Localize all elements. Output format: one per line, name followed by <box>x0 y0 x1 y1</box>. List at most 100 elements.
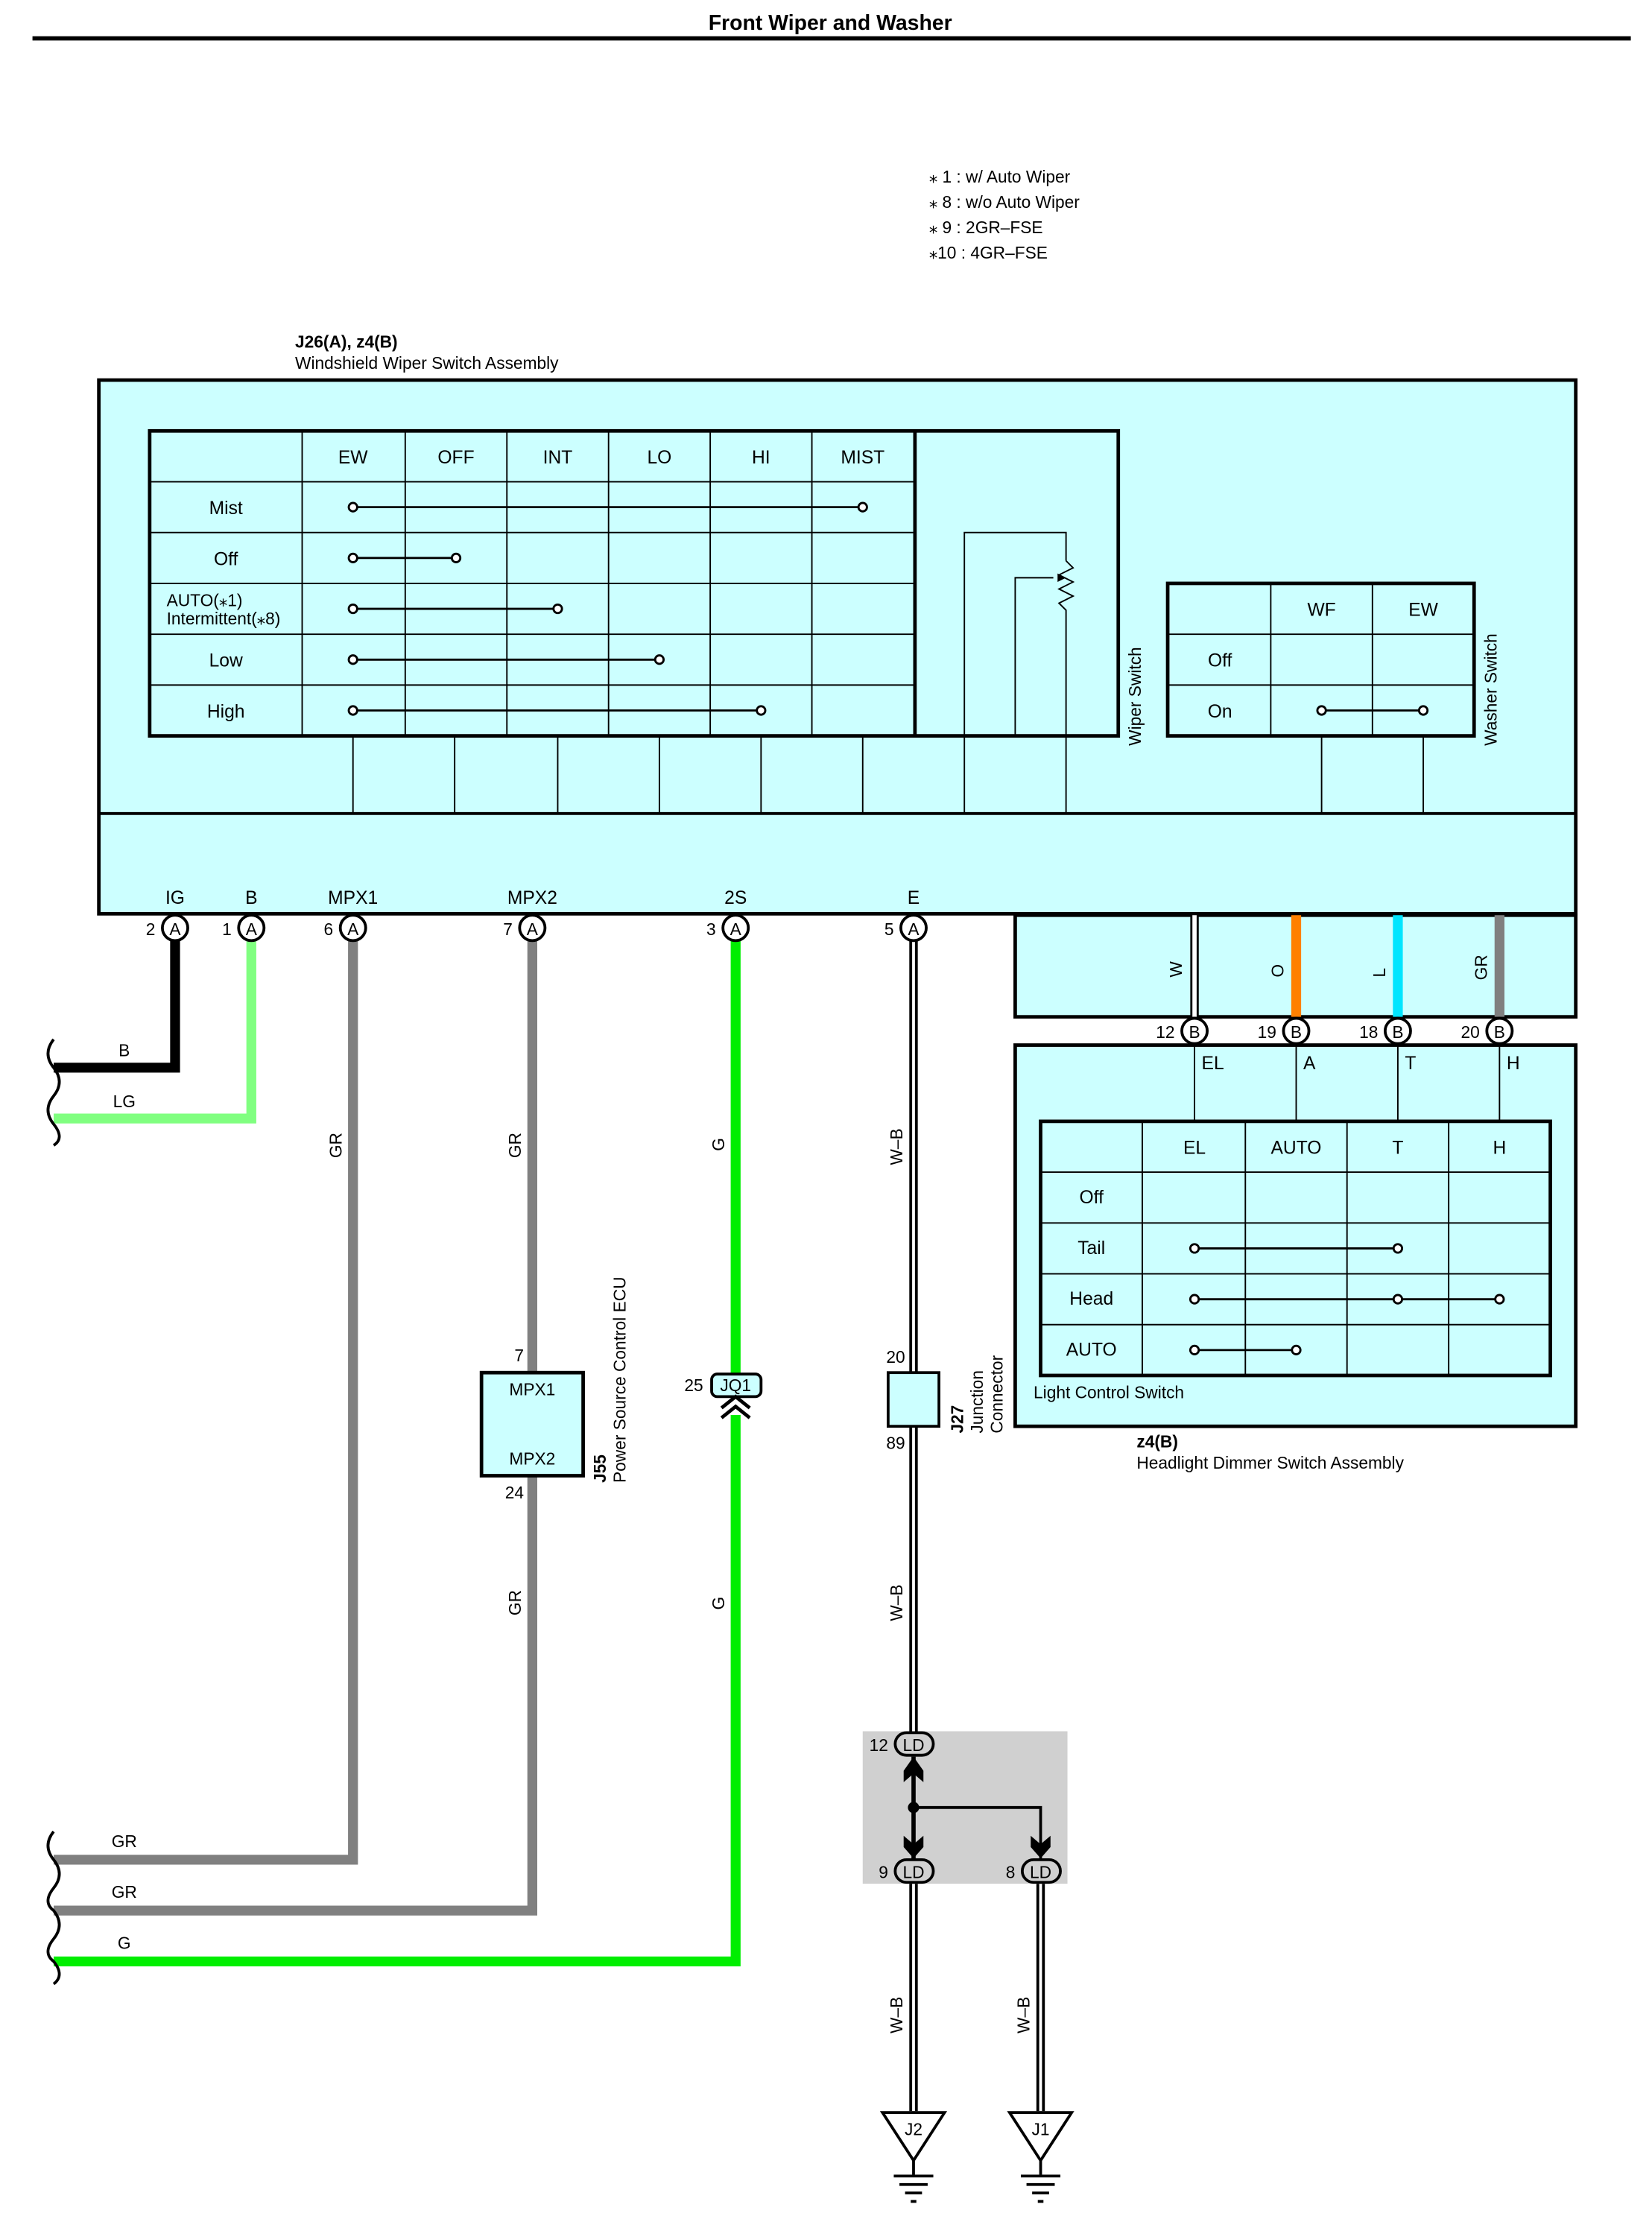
dimmer-terminal-el: EL <box>1202 1054 1224 1074</box>
left-wire-lg: LG <box>113 1092 136 1111</box>
dimmer-wires <box>1190 915 1504 1017</box>
wire-label-gr-3: GR <box>505 1590 525 1615</box>
pin-2s: A 3 <box>706 914 750 943</box>
ld-right-pin: 8 <box>1006 1863 1016 1882</box>
dimmer-leads <box>1194 1042 1501 1121</box>
wiper-switch-label: Wiper Switch <box>1125 647 1145 746</box>
dimmer-wire-o: O <box>1268 964 1287 978</box>
light-switch-table <box>1039 1119 1552 1378</box>
light-col-auto: AUTO <box>1271 1138 1322 1158</box>
svg-text:A: A <box>527 919 539 939</box>
dimmer-wire-w: W <box>1166 961 1186 978</box>
wire-label-g-1: G <box>709 1138 728 1151</box>
wiper-row-off: Off <box>214 549 238 569</box>
wire-wb-main <box>909 940 1045 2112</box>
wiper-connector-pins: A 2 A 1 A 6 A 7 A 3 A 5 <box>146 914 928 943</box>
junction-connector-box <box>886 1371 940 1428</box>
dimmer-terminal-a: A <box>1303 1054 1316 1074</box>
ld-right-label: LD <box>1030 1863 1051 1882</box>
pin-e: A 5 <box>884 914 928 943</box>
wire-label-wb-3: W–B <box>887 1997 906 2033</box>
light-col-el: EL <box>1183 1138 1206 1158</box>
wiper-terminal-names: IG B MPX1 MPX2 2S E <box>165 888 920 908</box>
ecu-label-mpx1: MPX1 <box>509 1380 555 1399</box>
svg-text:7: 7 <box>503 919 513 939</box>
splice-wiring <box>903 1756 1051 1859</box>
wire-break-marks <box>46 1038 61 1986</box>
washer-row-on: On <box>1208 702 1232 722</box>
left-wire-gr-2: GR <box>112 1882 137 1902</box>
wiper-assembly-name: Windshield Wiper Switch Assembly <box>295 353 559 373</box>
pin-ig: A 2 <box>146 914 189 943</box>
terminal-mpx2: MPX2 <box>507 888 557 908</box>
junction-name-1: Junction <box>967 1370 987 1434</box>
ground-j1-label: J1 <box>1032 2119 1050 2138</box>
wiper-row-auto: AUTO(⁎1) <box>167 590 243 610</box>
terminal-2s: 2S <box>724 888 747 908</box>
wiper-col-off: OFF <box>437 448 474 468</box>
washer-switch-label: Washer Switch <box>1481 633 1501 746</box>
ecu-box <box>479 1370 585 1478</box>
washer-col-wf: WF <box>1307 601 1335 621</box>
wiper-row-intermittent: Intermittent(⁎8) <box>167 609 281 628</box>
svg-text:2: 2 <box>146 919 156 939</box>
dimmer-terminal-h: H <box>1507 1054 1520 1074</box>
jq1-label: JQ1 <box>720 1375 751 1395</box>
wire-b-black <box>54 940 180 1073</box>
wire-label-wb-1: W–B <box>887 1128 906 1165</box>
ecu-pin-top: 7 <box>514 1346 524 1365</box>
pin-b20: B 20 <box>1461 1016 1514 1045</box>
wiper-col-mist: MIST <box>841 448 884 468</box>
wire-gr-mpx2-bottom <box>54 1475 537 1916</box>
svg-text:3: 3 <box>706 919 716 939</box>
note-2: ⁎ 8 : w/o Auto Wiper <box>929 192 1080 212</box>
terminal-ig: IG <box>165 888 185 908</box>
note-4: ⁎10 : 4GR–FSE <box>929 243 1048 262</box>
wire-gr-mpx1 <box>54 940 358 1865</box>
terminal-mpx1: MPX1 <box>328 888 378 908</box>
jq1-pin: 25 <box>684 1375 703 1395</box>
light-row-auto: AUTO <box>1066 1340 1117 1360</box>
wiper-row-low: Low <box>209 651 243 671</box>
dimmer-terminal-t: T <box>1405 1054 1416 1074</box>
light-row-off: Off <box>1080 1188 1104 1208</box>
page-title: Front Wiper and Washer <box>709 11 952 35</box>
washer-switch-table <box>1165 581 1476 814</box>
left-wire-gr-1: GR <box>112 1831 137 1851</box>
svg-text:A: A <box>347 919 359 939</box>
left-wire-b: B <box>118 1041 130 1060</box>
ground-j2-label: J2 <box>905 2119 922 2138</box>
wire-label-wb-4: W–B <box>1013 1997 1033 2033</box>
svg-text:A: A <box>246 919 258 939</box>
terminal-e: E <box>908 888 920 908</box>
dimmer-connector-pins: B 12 B 19 B 18 B 20 <box>1156 1016 1514 1045</box>
wiper-assembly-box <box>97 378 1578 916</box>
wiper-col-ew: EW <box>338 448 368 468</box>
washer-row-off: Off <box>1208 651 1232 671</box>
wiper-switch-table <box>148 428 1121 814</box>
ecu-pin-bottom: 24 <box>505 1483 524 1502</box>
light-row-tail: Tail <box>1077 1238 1105 1259</box>
wiper-row-mist: Mist <box>209 498 243 519</box>
pin-b12: B 12 <box>1156 1016 1209 1045</box>
junction-pin-top: 20 <box>886 1347 905 1367</box>
junction-pin-bottom: 89 <box>886 1434 905 1453</box>
wiper-col-hi: HI <box>752 448 770 468</box>
wiper-switch-headers: EW OFF INT LO HI MIST Mist Off Low High <box>207 448 884 722</box>
ld-left-label: LD <box>902 1863 924 1882</box>
note-3: ⁎ 9 : 2GR–FSE <box>929 218 1043 237</box>
pin-mpx2: A 7 <box>503 914 547 943</box>
ld-top-pin: 12 <box>870 1735 888 1755</box>
note-1: ⁎ 1 : w/ Auto Wiper <box>929 167 1071 186</box>
wiper-col-lo: LO <box>647 448 671 468</box>
wiper-assembly-code: J26(A), z4(B) <box>295 332 398 352</box>
notes: ⁎ 1 : w/ Auto Wiper ⁎ 8 : w/o Auto Wiper… <box>929 167 1080 262</box>
wire-g-bottom <box>54 1415 741 1966</box>
light-switch-label: Light Control Switch <box>1034 1382 1184 1402</box>
ecu-code: J55 <box>590 1454 610 1483</box>
pin-b: A 1 <box>222 914 266 943</box>
pin-b19: B 19 <box>1258 1016 1311 1045</box>
ground-j2 <box>879 2111 948 2203</box>
wire-label-wb-2: W–B <box>887 1584 906 1621</box>
